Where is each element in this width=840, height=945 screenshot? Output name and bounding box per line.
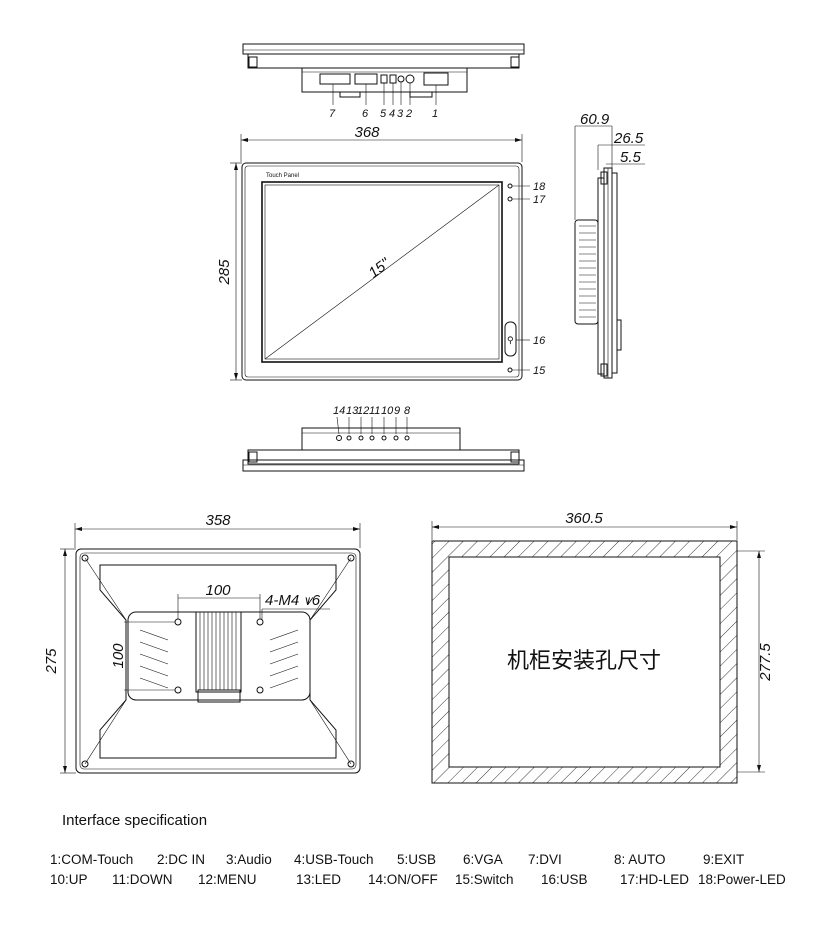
bottom-view: 14 13 12 11 10 9 8 — [242, 405, 525, 472]
screw-note: 4-M4 ⩛6 — [265, 592, 321, 609]
side-bezel-dim: 5.5 — [620, 149, 642, 166]
callout-5: 5 — [380, 108, 387, 120]
cutout-label: 机柜安装孔尺寸 — [507, 648, 661, 673]
spec-item-14: 14:ON/OFF — [368, 872, 438, 887]
spec-item-1: 1:COM-Touch — [50, 852, 134, 867]
switch-indicator — [507, 367, 513, 373]
callout-6: 6 — [362, 108, 369, 120]
callout-17: 17 — [533, 194, 546, 206]
cutout-height-dim: 277.5 — [757, 643, 774, 682]
callout-4: 4 — [389, 108, 395, 120]
callout-9: 9 — [394, 405, 400, 417]
callout-18: 18 — [533, 181, 546, 193]
spec-item-4: 4:USB-Touch — [294, 852, 374, 867]
cutout-width-dim: 360.5 — [565, 510, 603, 527]
spec-item-7: 7:DVI — [528, 852, 562, 867]
rear-width-dim: 358 — [205, 512, 231, 529]
hd-led-indicator — [507, 196, 513, 202]
spec-item-3: 3:Audio — [226, 852, 272, 867]
spec-item-17: 17:HD-LED — [620, 872, 690, 887]
spec-item-13: 13:LED — [296, 872, 342, 887]
front-width-dim: 368 — [354, 124, 380, 141]
spec-item-11: 11:DOWN — [112, 872, 173, 887]
spec-item-12: 12:MENU — [198, 872, 257, 887]
callout-8: 8 — [404, 405, 411, 417]
side-view: 60.9 26.5 5.5 — [574, 111, 645, 379]
spec-item-6: 6:VGA — [463, 852, 503, 867]
power-led-indicator — [507, 183, 513, 189]
usb-icon: ⚲ — [507, 335, 514, 345]
cutout-view: 360.5 277.5 机柜安装孔尺寸 — [431, 510, 774, 784]
vesa-vertical-dim: 100 — [110, 643, 127, 669]
callout-11: 11 — [369, 405, 380, 417]
rear-height-dim: 275 — [43, 648, 60, 675]
callout-1: 1 — [432, 108, 438, 120]
callout-14: 14 — [333, 405, 345, 417]
spec-item-8: 8: AUTO — [614, 852, 666, 867]
top-view: 7 6 5 4 3 2 1 — [242, 43, 525, 120]
callout-2: 2 — [405, 108, 412, 120]
side-body-dim: 26.5 — [613, 130, 644, 147]
spec-item-10: 10:UP — [50, 872, 88, 887]
spec-item-9: 9:EXIT — [703, 852, 745, 867]
brand-label: Touch Panel — [266, 173, 299, 179]
front-view: 368 285 Touch Panel 15" ⚲ 18 17 16 15 — [216, 124, 546, 381]
vesa-horizontal-dim: 100 — [205, 582, 231, 599]
callout-12: 12 — [357, 405, 369, 417]
spec-item-2: 2:DC IN — [157, 852, 206, 867]
callout-16: 16 — [533, 335, 546, 347]
spec-item-18: 18:Power-LED — [698, 872, 786, 887]
callout-13: 13 — [346, 405, 359, 417]
callout-10: 10 — [381, 405, 394, 417]
callout-3: 3 — [397, 108, 404, 120]
rear-view: 358 275 — [43, 512, 361, 774]
callout-15: 15 — [533, 365, 546, 377]
side-depth-dim: 60.9 — [580, 111, 610, 128]
callout-7: 7 — [329, 108, 336, 120]
interface-spec-title: Interface specification — [62, 812, 208, 829]
front-height-dim: 285 — [216, 259, 233, 286]
spec-item-16: 16:USB — [541, 872, 588, 887]
spec-item-15: 15:Switch — [455, 872, 514, 887]
screen-diagonal: 15" — [365, 255, 393, 282]
front-usb-port — [504, 321, 517, 357]
spec-item-5: 5:USB — [397, 852, 437, 867]
